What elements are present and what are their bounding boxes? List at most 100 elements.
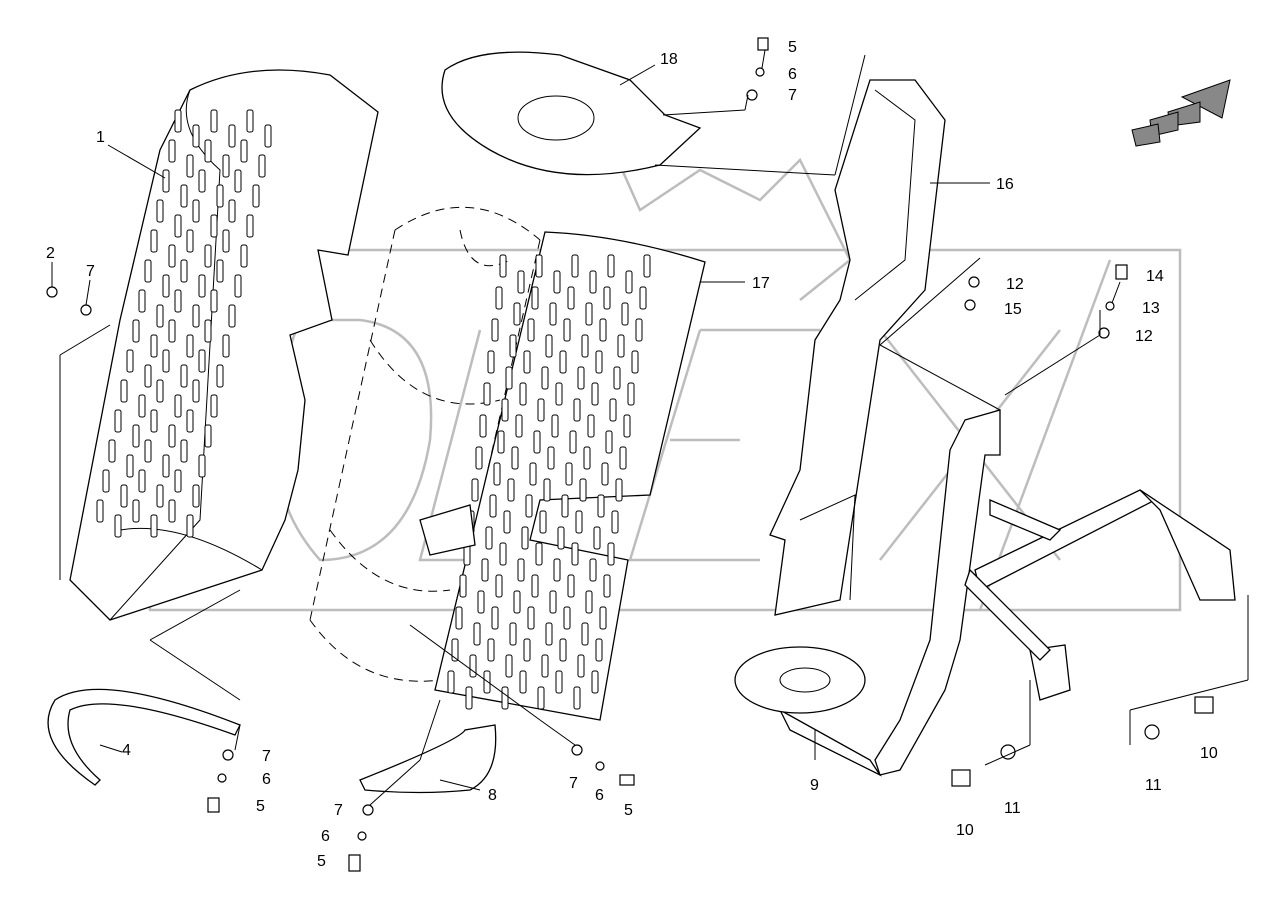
slot: [156, 379, 164, 403]
callout-6: 6: [595, 787, 604, 804]
slot: [597, 494, 605, 518]
slot: [204, 139, 212, 163]
slot: [126, 454, 134, 478]
slot: [603, 286, 611, 310]
slot: [491, 318, 499, 342]
slot: [555, 670, 563, 694]
slot: [455, 606, 463, 630]
slot: [150, 229, 158, 253]
slot: [222, 229, 230, 253]
bolt-icon: [951, 769, 971, 787]
slot: [168, 139, 176, 163]
slot: [539, 510, 547, 534]
slot: [551, 414, 559, 438]
callout-7: 7: [788, 87, 797, 104]
slot: [174, 109, 182, 133]
slot: [114, 514, 122, 538]
slot: [593, 526, 601, 550]
slot: [168, 499, 176, 523]
callout-5: 5: [788, 39, 797, 56]
slot: [513, 590, 521, 614]
slot: [132, 319, 140, 343]
slot: [499, 254, 507, 278]
slot: [607, 542, 615, 566]
slot: [204, 424, 212, 448]
slot: [186, 154, 194, 178]
slot: [643, 254, 651, 278]
nut-icon: [964, 299, 976, 311]
washer-icon: [362, 804, 374, 816]
slot: [577, 366, 585, 390]
slot: [545, 622, 553, 646]
washer-icon: [1105, 301, 1115, 311]
slot: [192, 124, 200, 148]
callout-1: 1: [96, 129, 105, 146]
slot: [216, 364, 224, 388]
slot: [162, 169, 170, 193]
slot: [210, 214, 218, 238]
slot: [180, 184, 188, 208]
slot: [150, 334, 158, 358]
callout-8: 8: [488, 787, 497, 804]
slot: [180, 259, 188, 283]
slot: [479, 414, 487, 438]
slot: [503, 510, 511, 534]
slot: [515, 414, 523, 438]
slot: [471, 478, 479, 502]
slot: [234, 274, 242, 298]
slot: [489, 494, 497, 518]
slot: [491, 606, 499, 630]
washer-icon: [357, 831, 367, 841]
slot: [186, 514, 194, 538]
slot: [477, 590, 485, 614]
slot: [252, 184, 260, 208]
slot: [204, 319, 212, 343]
slot: [228, 124, 236, 148]
slot: [495, 574, 503, 598]
slot: [585, 302, 593, 326]
slot: [459, 574, 467, 598]
slot: [120, 484, 128, 508]
slot: [210, 109, 218, 133]
slot: [527, 606, 535, 630]
slot: [595, 350, 603, 374]
slot: [192, 484, 200, 508]
slot: [240, 244, 248, 268]
slot: [132, 499, 140, 523]
slot: [487, 638, 495, 662]
slot: [543, 478, 551, 502]
fasteners: [46, 37, 1214, 872]
slot: [583, 446, 591, 470]
callout-18: 18: [660, 51, 678, 68]
callout-14: 14: [1146, 268, 1164, 285]
bolt-icon: [757, 37, 769, 51]
slot: [258, 154, 266, 178]
slot: [138, 469, 146, 493]
slot: [595, 638, 603, 662]
slot: [114, 409, 122, 433]
slot: [138, 394, 146, 418]
part-18-top-cover: [441, 51, 702, 176]
slot: [535, 542, 543, 566]
slot: [603, 574, 611, 598]
slot: [549, 302, 557, 326]
slot: [559, 638, 567, 662]
slot: [613, 366, 621, 390]
slot: [132, 424, 140, 448]
leader-lines: [51, 49, 1249, 806]
washer-icon: [968, 276, 980, 288]
slot: [591, 382, 599, 406]
slot: [517, 558, 525, 582]
slot: [108, 439, 116, 463]
slot: [228, 199, 236, 223]
slot: [591, 670, 599, 694]
part-17-screen: [419, 231, 706, 721]
callout-7: 7: [334, 802, 343, 819]
screen-17-slots: [447, 254, 651, 710]
slot: [483, 382, 491, 406]
slot: [531, 574, 539, 598]
direction-arrow-icon: [1131, 79, 1231, 147]
slot: [575, 510, 583, 534]
callout-5: 5: [624, 802, 633, 819]
